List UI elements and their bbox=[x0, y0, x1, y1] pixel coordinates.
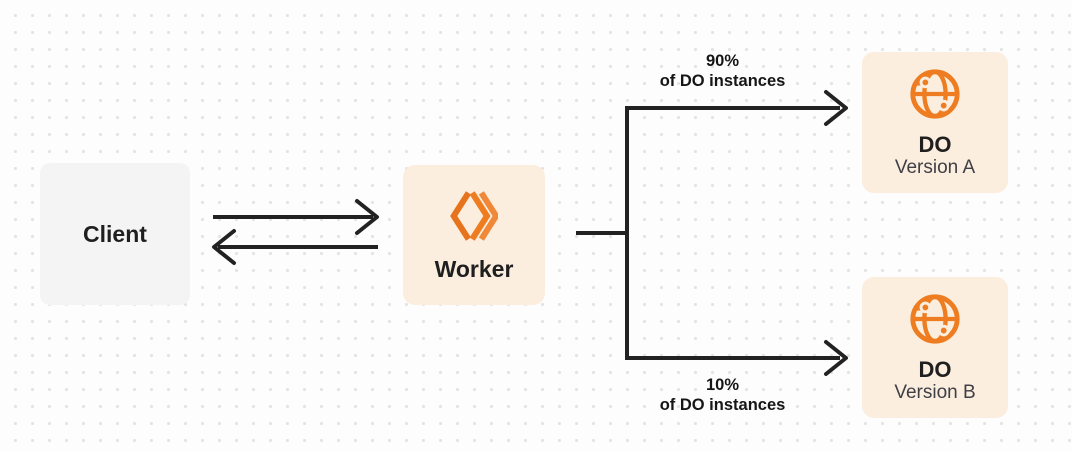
branch-label-10-percent: 10% of DO instances bbox=[659, 376, 786, 414]
worker-label: Worker bbox=[434, 255, 514, 282]
node-do-version-b: DO Version B bbox=[862, 277, 1008, 418]
node-client: Client bbox=[40, 163, 190, 305]
do-b-subtitle: Version B bbox=[894, 381, 976, 403]
cloudflare-workers-icon bbox=[450, 190, 498, 241]
arrow-worker-to-client bbox=[212, 229, 378, 265]
do-a-subtitle: Version A bbox=[894, 156, 976, 178]
globe-icon bbox=[910, 68, 960, 119]
do-b-title: DO bbox=[918, 356, 952, 382]
node-worker: Worker bbox=[403, 165, 545, 305]
branch-label-90-percent: 90% of DO instances bbox=[659, 52, 786, 90]
node-do-version-a: DO Version A bbox=[862, 52, 1008, 193]
globe-icon bbox=[910, 293, 960, 344]
client-label: Client bbox=[83, 220, 147, 247]
fork-branches bbox=[625, 90, 848, 376]
do-a-title: DO bbox=[918, 131, 952, 157]
arrowhead-branch-bottom bbox=[824, 340, 848, 376]
arrowhead-branch-top bbox=[824, 90, 848, 126]
arrow-client-to-worker bbox=[213, 199, 379, 235]
